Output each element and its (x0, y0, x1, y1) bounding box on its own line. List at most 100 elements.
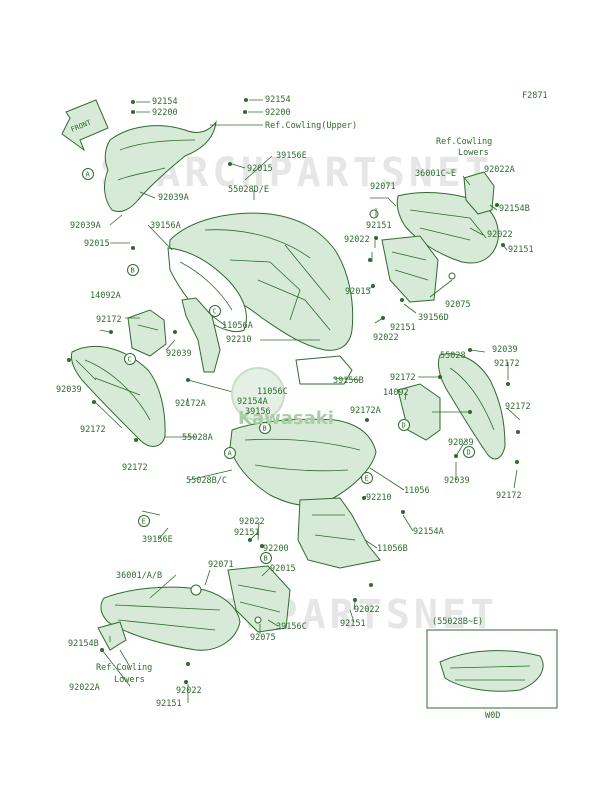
bracket-92154B-low (97, 621, 127, 651)
label-11056a: 11056A (222, 321, 253, 331)
inner-panel-39156D (381, 235, 439, 303)
label-92039-r2: 92039 (448, 438, 474, 448)
grommet-92071-low (190, 584, 202, 596)
label-92039-l2: 92039 (56, 385, 82, 395)
label-92022-low2: 92022 (354, 605, 380, 615)
label-11056c: 11056C (257, 387, 288, 397)
svg-text:A: A (86, 171, 91, 179)
label-39156-mid: 39156 (245, 407, 271, 417)
label-92022-mid: 92022 (373, 333, 399, 343)
label-92039a-1: 92039A (158, 193, 189, 203)
label-14092-r: 14092 (383, 388, 409, 398)
figure-code: F2871 (522, 91, 548, 101)
label-lowers-bot: Lowers (114, 675, 145, 685)
part-labels: 92154 92200 92154 92200 Ref.Cowling(Uppe… (56, 95, 534, 709)
callout-b-2 (259, 422, 271, 434)
svg-text:Kawasaki: Kawasaki (238, 408, 334, 429)
label-92154b-low: 92154B (68, 639, 99, 649)
left-cowling-lower (100, 586, 241, 651)
inner-panel-39156C (227, 565, 291, 633)
label-92039-r3: 92039 (444, 476, 470, 486)
callout-markers[interactable] (82, 168, 475, 564)
callout-d-2 (463, 446, 475, 458)
label-92039a-2: 92039A (70, 221, 101, 231)
label-92022-bot: 92022 (176, 686, 202, 696)
label-36001c-e: 36001C~E (415, 169, 456, 179)
label-92172a-r: 92172A (350, 406, 381, 416)
label-92151-r1: 92151 (366, 221, 392, 231)
label-92172-r2: 92172 (390, 373, 416, 383)
callout-letters: A B C C B A D D E E B (86, 171, 471, 563)
svg-text:D: D (467, 449, 471, 457)
label-92151-r2: 92151 (508, 245, 534, 255)
callout-a-2 (224, 447, 236, 459)
label-92172-r1: 92172 (494, 359, 520, 369)
label-lowers-top: Lowers (458, 148, 489, 158)
label-92154a-l: 92154A (237, 397, 268, 407)
label-36001ab: 36001/A/B (116, 571, 162, 581)
bracket-11056A (181, 297, 221, 373)
callout-b-3 (260, 552, 272, 564)
label-92022-low: 92022 (239, 517, 265, 527)
bracket-92022A-top (463, 171, 495, 215)
label-92015-mid: 92015 (345, 287, 371, 297)
washer-92075-low (254, 616, 262, 624)
label-92200-low: 92200 (263, 544, 289, 554)
screw-markers (67, 98, 520, 684)
label-92210-low: 92210 (366, 493, 392, 503)
label-92200-a: 92200 (152, 108, 178, 118)
label-92039-r1: 92039 (492, 345, 518, 355)
belly-pan-center (297, 497, 381, 569)
svg-text:E: E (142, 518, 146, 526)
label-92172-l3: 92172 (122, 463, 148, 473)
label-55028bc: 55028B/C (186, 476, 227, 486)
label-39156e-low: 39156E (142, 535, 173, 545)
label-92022-r1: 92022 (344, 235, 370, 245)
label-92022a-top: 92022A (484, 165, 515, 175)
front-arrow-icon (61, 99, 109, 152)
svg-text:E: E (365, 475, 369, 483)
inset-panel (426, 629, 558, 709)
label-92151-mid: 92151 (390, 323, 416, 333)
callout-a-1 (82, 168, 94, 180)
inset-caption: W0D (485, 711, 500, 721)
label-92151-low2: 92151 (340, 619, 366, 629)
label-92154-b: 92154 (265, 95, 291, 105)
label-39156d: 39156D (418, 313, 449, 323)
label-ref-cowling-upper: Ref.Cowling(Upper) (265, 121, 357, 131)
svg-text:D: D (402, 422, 406, 430)
label-ref-cowling-lowers-top: Ref.Cowling (436, 137, 492, 147)
svg-text:C: C (213, 308, 217, 316)
callout-c-1 (209, 305, 221, 317)
label-92015-low: 92015 (270, 564, 296, 574)
svg-text:A: A (228, 450, 233, 458)
label-92039-l1: 92039 (166, 349, 192, 359)
washer-92075-top (448, 272, 456, 280)
right-side-cover (437, 353, 506, 460)
inset-title: (55028B~E) (432, 617, 483, 627)
label-11056-r: 11056 (404, 486, 430, 496)
label-92172-r3: 92172 (505, 402, 531, 412)
label-39156c: 39156C (276, 622, 307, 632)
label-11056b: 11056B (377, 544, 408, 554)
svg-text:B: B (264, 555, 268, 563)
label-55028-r: 55028 (440, 351, 466, 361)
label-92151-low: 92151 (234, 528, 260, 538)
label-92151-bot: 92151 (156, 699, 182, 709)
center-inner-piece (295, 355, 353, 385)
label-92071-low: 92071 (208, 560, 234, 570)
label-92172-r4: 92172 (496, 491, 522, 501)
svg-text:C: C (128, 356, 132, 364)
label-39156e-top: 39156E (276, 151, 307, 161)
label-14092a: 14092A (90, 291, 121, 301)
label-92172-l1: 92172 (96, 315, 122, 325)
label-92172a-l: 92172A (175, 399, 206, 409)
kawasaki-logo: Kawasaki (231, 367, 334, 429)
label-39156a: 39156A (150, 221, 181, 231)
right-cowling-lower (396, 192, 499, 264)
label-39156b: 39156B (333, 376, 364, 386)
label-92075-top: 92075 (445, 300, 471, 310)
label-92172-l2: 92172 (80, 425, 106, 435)
